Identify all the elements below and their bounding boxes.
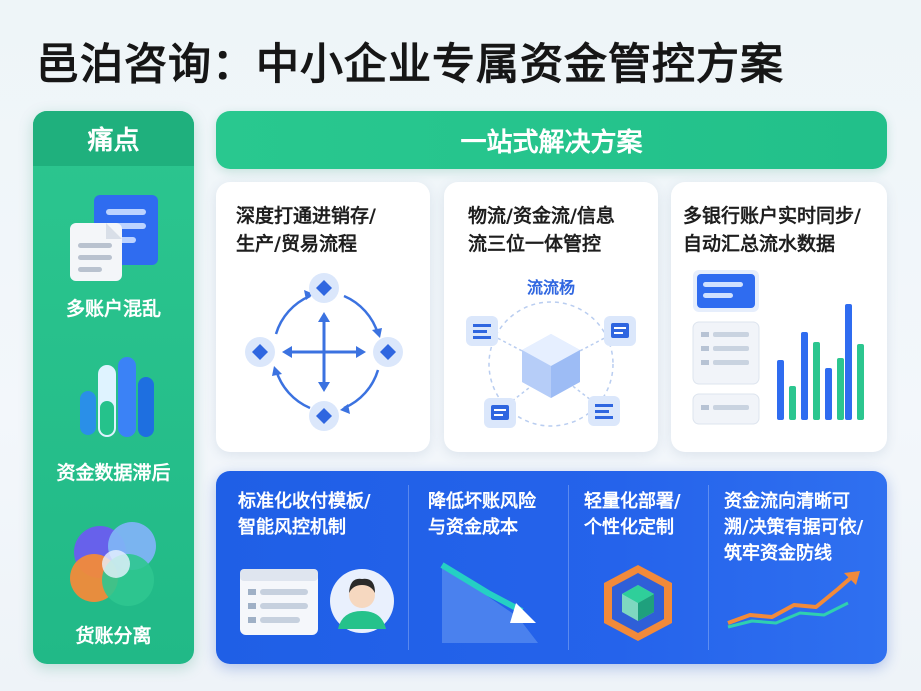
overlapping-circles-icon — [69, 522, 156, 606]
hexagon-cube-icon — [604, 565, 672, 641]
divider — [708, 485, 709, 650]
benefit-title: 轻量化部署/ 个性化定制 — [584, 491, 681, 538]
benefit-title: 标准化收付模板/ 智能风控机制 — [238, 491, 371, 538]
dashboard-bars-icon — [692, 270, 864, 425]
solution-card: 物流/资金流/信息 流三位一体管控 流流杨 — [444, 182, 658, 452]
solution-card: 深度打通进销存/ 生产/贸易流程 — [216, 182, 430, 452]
benefit-title: 资金流向清晰可 溯/决策有据可依/ 筑牢资金防线 — [724, 491, 864, 564]
divider — [568, 485, 569, 650]
pain-point-label: 货账分离 — [75, 625, 152, 647]
hub-cube-icon — [466, 301, 636, 428]
divider — [408, 485, 409, 650]
process-cycle-icon — [245, 273, 403, 431]
pain-point-label: 多账户混乱 — [65, 298, 161, 320]
solution-header: 一站式解决方案 — [216, 111, 887, 169]
benefit-title: 降低坏账风险 与资金成本 — [428, 491, 536, 538]
hub-center-label: 流流杨 — [526, 278, 575, 297]
pain-point-label: 资金数据滞后 — [56, 462, 171, 484]
card-title: 多银行账户实时同步/ 自动汇总流水数据 — [683, 205, 861, 255]
card-title: 深度打通进销存/ 生产/贸易流程 — [236, 205, 376, 255]
page-title: 邑泊咨询：中小企业专属资金管控方案 — [36, 40, 784, 90]
solution-card: 多银行账户实时同步/ 自动汇总流水数据 — [671, 182, 887, 452]
pain-points-panel: 痛点 多账户混乱 资金数据滞后 货账分离 — [33, 111, 194, 664]
bar-capsule-icon — [79, 357, 154, 437]
documents-icon — [69, 195, 158, 281]
up-trend-icon — [727, 571, 860, 629]
down-trend-icon — [440, 562, 538, 643]
benefits-panel: 标准化收付模板/ 智能风控机制 降低坏账风险 与资金成本 轻量化部署/ 个性化定… — [216, 471, 887, 664]
pain-points-header: 痛点 — [33, 111, 194, 166]
form-user-icon — [240, 569, 394, 635]
card-title: 物流/资金流/信息 流三位一体管控 — [468, 205, 615, 255]
